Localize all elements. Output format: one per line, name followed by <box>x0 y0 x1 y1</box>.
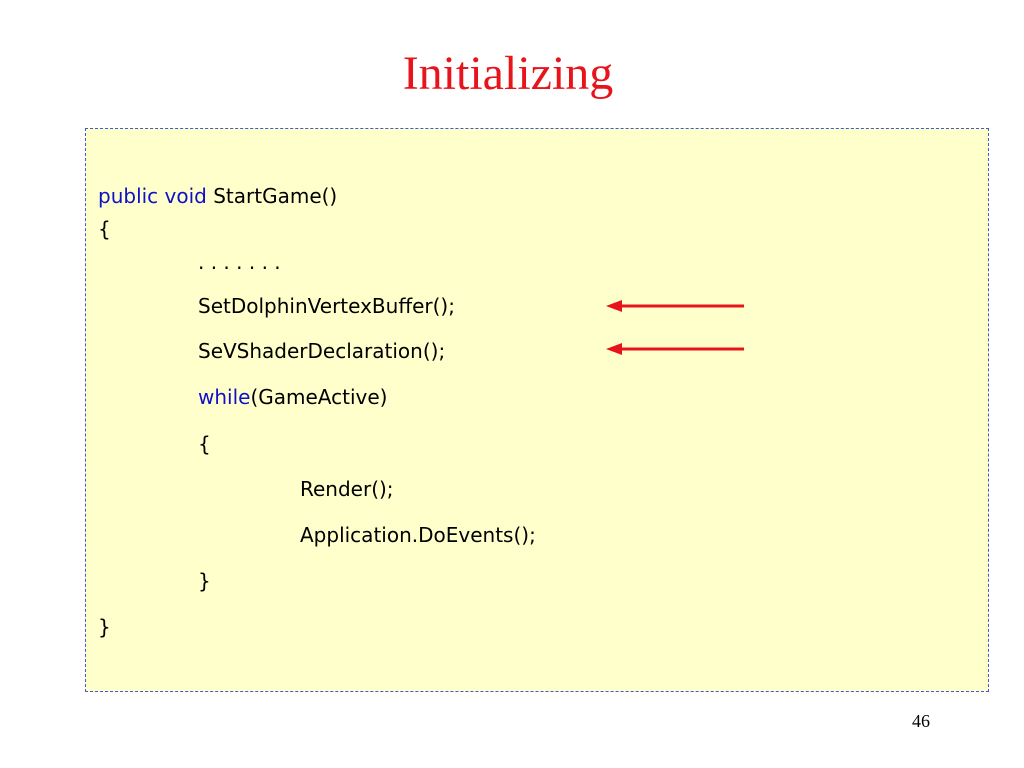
page-number: 46 <box>912 711 930 731</box>
method-signature-line: public void StartGame() <box>98 184 337 208</box>
set-shader-decl-line: SeVShaderDeclaration(); <box>198 339 446 363</box>
close-brace-outer: } <box>98 615 111 639</box>
close-brace-inner: } <box>198 569 211 593</box>
keyword-while: while <box>198 385 251 409</box>
method-name: StartGame() <box>213 184 338 208</box>
set-vertex-buffer-line: SetDolphinVertexBuffer(); <box>198 294 455 318</box>
render-line: Render(); <box>300 477 394 501</box>
while-line: while(GameActive) <box>198 385 387 409</box>
open-brace-outer: { <box>98 217 111 241</box>
left-arrow-icon <box>606 343 744 355</box>
open-brace-inner: { <box>198 432 211 456</box>
code-box: public void StartGame() { . . . . . . . … <box>85 128 989 692</box>
left-arrow-icon <box>606 300 744 312</box>
slide-title: Initializing <box>402 47 614 100</box>
ellipsis-line: . . . . . . . <box>198 250 281 274</box>
keyword-void: void <box>164 184 207 208</box>
while-condition: (GameActive) <box>250 385 388 409</box>
keyword-public: public <box>98 184 159 208</box>
do-events-line: Application.DoEvents(); <box>300 523 536 547</box>
